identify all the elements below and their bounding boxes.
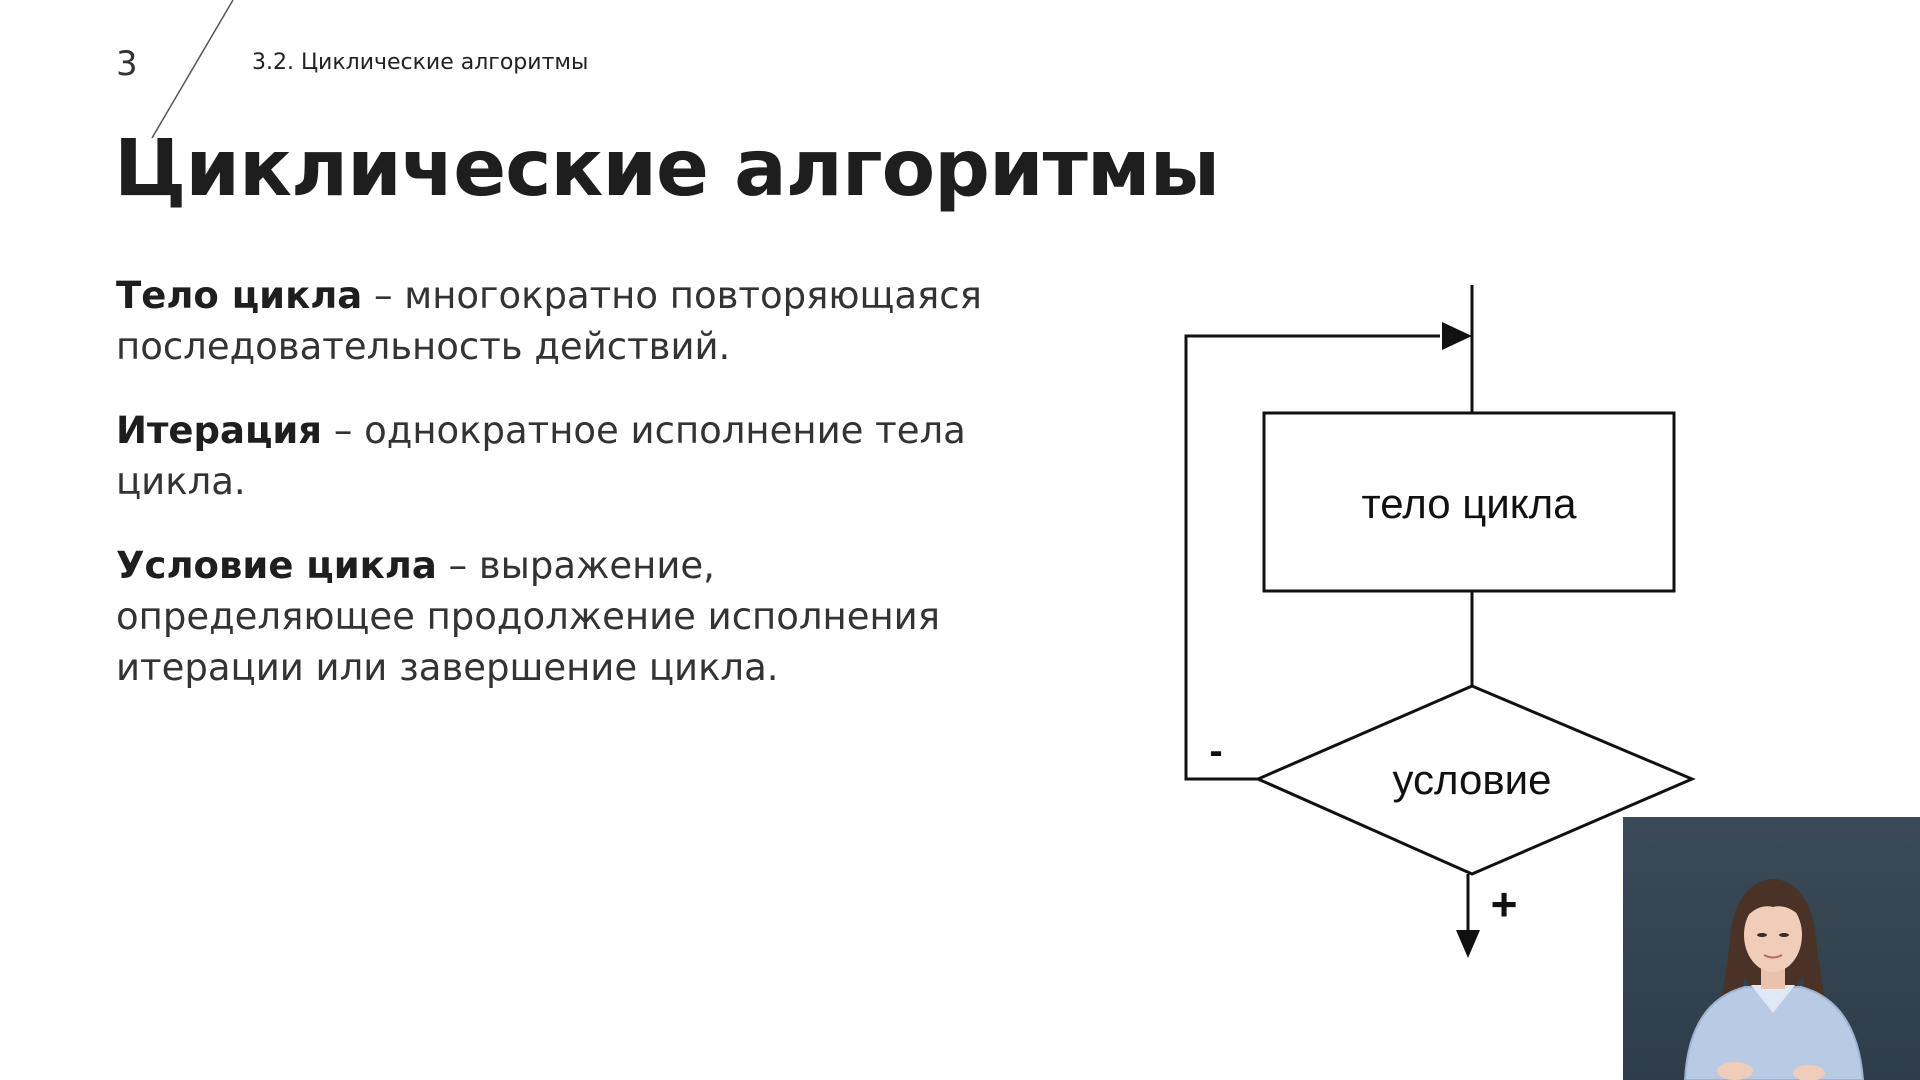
- definitions-list: Тело цикла – многократно повторяющаяся п…: [116, 270, 996, 726]
- page-title: Циклические алгоритмы: [114, 124, 1220, 214]
- exit-arrowhead: [1456, 930, 1480, 958]
- definition-text: – выражение, определяющее продолжение ис…: [116, 544, 940, 689]
- definition-term: Тело цикла: [116, 274, 363, 317]
- presenter-webcam: [1623, 817, 1920, 1080]
- loop-back-connector: [1184, 334, 1440, 781]
- decorative-diagonal-line: [151, 0, 234, 139]
- definition-text: – многократно повторяющаяся последовател…: [116, 274, 982, 368]
- loop-body-label: тело цикла: [1362, 480, 1578, 527]
- definition-term: Итерация: [116, 409, 323, 452]
- definition-loop-body: Тело цикла – многократно повторяющаяся п…: [116, 270, 996, 372]
- breadcrumb: 3.2. Циклические алгоритмы: [252, 50, 589, 75]
- loop-back-arrowhead: [1442, 322, 1472, 350]
- slide-number: 3: [116, 44, 138, 84]
- definition-text: – однократное исполнение тела цикла.: [116, 409, 966, 503]
- condition-label: условие: [1393, 756, 1552, 803]
- loop-body-block: [1262, 411, 1676, 593]
- definition-loop-condition: Условие цикла – выражение, определяющее …: [116, 540, 996, 693]
- definition-term: Условие цикла: [116, 544, 437, 587]
- definition-iteration: Итерация – однократное исполнение тела ц…: [116, 405, 996, 507]
- false-branch-label: -: [1209, 729, 1222, 773]
- presenter-video-frame: [1683, 879, 1865, 1080]
- condition-block: [1254, 684, 1696, 876]
- true-branch-label: +: [1491, 878, 1518, 930]
- loop-flowchart: тело цикла условие - +: [1184, 285, 1696, 958]
